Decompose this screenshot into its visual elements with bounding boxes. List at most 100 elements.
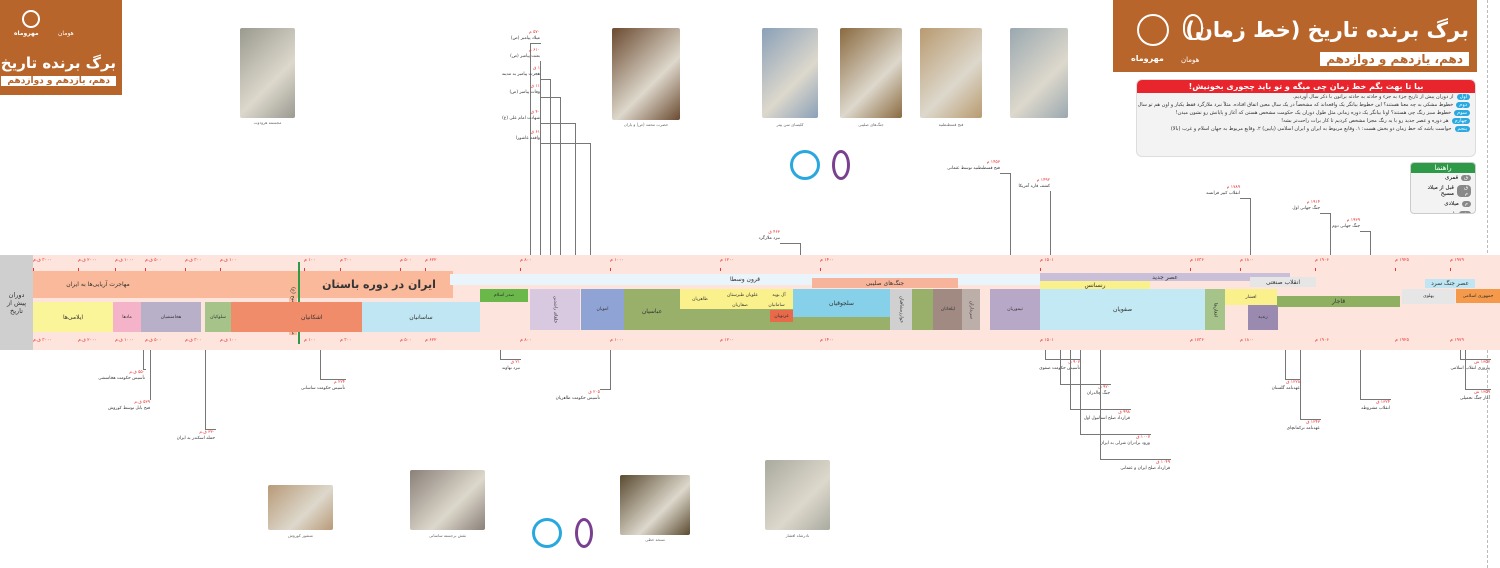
info-badge: چهارم bbox=[1451, 118, 1470, 124]
tick-label: ۱۹۰۶ م bbox=[1315, 258, 1329, 263]
image-caption: مجسمه هرودوت bbox=[253, 120, 282, 125]
tick-mark bbox=[425, 268, 426, 271]
legend-key: ق bbox=[1461, 175, 1471, 181]
event-connector bbox=[530, 43, 541, 44]
info-badge: پنجم bbox=[1454, 126, 1470, 132]
page-title: برگ برنده تاریخ (خط زمان) bbox=[1185, 18, 1469, 42]
tick-mark bbox=[1315, 268, 1316, 271]
legend-label: قبل از میلاد مسیح bbox=[1427, 185, 1454, 197]
illustration bbox=[1010, 28, 1068, 118]
dynasty-5: ساسانیان bbox=[362, 302, 480, 332]
event-connector bbox=[530, 43, 531, 255]
event-text: تأسیس حکومت هخامنشی bbox=[98, 376, 145, 381]
dynasty-27: جمهوری اسلامی bbox=[1456, 289, 1500, 303]
event-connector bbox=[1460, 350, 1461, 359]
event-date: ۶۱۰ م bbox=[529, 48, 540, 53]
dynasty-10: طاهریان bbox=[680, 289, 720, 309]
illustration bbox=[410, 470, 485, 530]
event-connector bbox=[1000, 173, 1011, 174]
event-connector bbox=[1465, 389, 1491, 390]
dynasty-6: صدر اسلام bbox=[480, 289, 528, 302]
tick-label: ۸۰۰ م bbox=[520, 258, 532, 263]
tick-label: ۱۴۰۰ م bbox=[820, 338, 834, 343]
tick-label: ۱۹۰۶ م bbox=[1315, 338, 1329, 343]
image-caption: منشور کوروش bbox=[288, 533, 313, 538]
legend-title: راهنما bbox=[1411, 163, 1475, 173]
dynasty-21: صفویان bbox=[1040, 289, 1205, 330]
mehromah-logo-bottom bbox=[532, 518, 562, 548]
event-text: فتح قسطنطنیه توسط عثمانی bbox=[947, 166, 1000, 171]
tick-label: ۱۰۰۰ م bbox=[610, 258, 624, 263]
event-date: ۲۲۴ م bbox=[334, 380, 345, 385]
event-connector bbox=[1285, 350, 1286, 379]
event-connector bbox=[1050, 191, 1051, 192]
tick-label: ۶۲۲ م bbox=[425, 338, 437, 343]
info-text: خطوط سبز رنگ چی هستند؟ اونا بیانگر یک دو… bbox=[1175, 110, 1452, 116]
event-connector bbox=[1330, 213, 1331, 255]
tick-mark bbox=[1040, 268, 1041, 271]
tick-mark bbox=[820, 268, 821, 271]
event-text: میلاد پیامبر (ص) bbox=[510, 36, 540, 41]
tick-mark bbox=[145, 268, 146, 271]
illustration bbox=[620, 475, 690, 535]
brand-mehromah: مهروماه bbox=[14, 30, 39, 37]
dynasty-4: اشکانیان bbox=[231, 302, 362, 332]
legend-key: م bbox=[1461, 201, 1471, 207]
event-connector bbox=[1100, 459, 1171, 460]
mehromah-logo bbox=[22, 10, 40, 28]
image-caption: نسخه خطی bbox=[645, 537, 665, 542]
dynasty-3: سلوکیان bbox=[205, 302, 231, 332]
info-text: خطوط مشکی به چه معنا هستند؟ این خطوط بیا… bbox=[1137, 102, 1454, 108]
tick-label: ۵۰۰ م bbox=[400, 258, 412, 263]
event-connector bbox=[1370, 231, 1371, 255]
prehistory-box: دوران پیش از تاریخ bbox=[0, 255, 33, 350]
info-text: هر دوره و عصر جدید رو با یه رنگ مجزا مشخ… bbox=[1281, 118, 1449, 124]
event-text: فتح بابل توسط کوروش bbox=[108, 406, 150, 411]
dynasty-11: علویان طبرستان bbox=[720, 289, 765, 301]
tick-label: ۵۰۰ ق.م bbox=[145, 258, 162, 263]
event-connector bbox=[1060, 350, 1061, 384]
event-connector bbox=[1045, 359, 1081, 360]
info-badge: سوم bbox=[1454, 110, 1470, 116]
event-connector bbox=[1045, 350, 1046, 359]
event-connector bbox=[320, 350, 321, 379]
event-connector bbox=[780, 243, 801, 244]
mehromah-logo bbox=[1137, 14, 1169, 46]
tick-mark bbox=[1240, 268, 1241, 271]
event-connector bbox=[500, 350, 501, 359]
event-date: ۵۷۰ م bbox=[529, 30, 540, 35]
event-text: آغاز جنگ تحمیلی bbox=[1459, 396, 1490, 401]
tick-mark bbox=[520, 268, 521, 271]
tick-label: ۶۲۲ م bbox=[425, 258, 437, 263]
illustration bbox=[840, 28, 902, 118]
event-date: ۱۷۸۹ م bbox=[1226, 185, 1240, 190]
tick-label: ۳۰۰۰ ق.م bbox=[33, 258, 52, 263]
info-heading: بیا تا بهت بگم خط زمان چی میگه و تو باید… bbox=[1137, 80, 1475, 93]
info-badge: اول bbox=[1456, 94, 1470, 100]
dynasty-14: سامانیان bbox=[760, 301, 793, 309]
dynasty-24: زندیه bbox=[1248, 305, 1278, 330]
tick-label: ۱۹۲۵ م bbox=[1395, 258, 1409, 263]
dynasty-12: آل بویه bbox=[765, 289, 793, 301]
event-date: ۱۲۴۳ ق bbox=[1306, 420, 1320, 425]
event-connector bbox=[1250, 198, 1251, 255]
tick-label: ۵۰۰ م bbox=[400, 338, 412, 343]
event-connector bbox=[150, 350, 151, 399]
legend-label: میلادی bbox=[1444, 201, 1459, 207]
event-date: ۲۰۵ ق bbox=[588, 390, 600, 395]
tick-mark bbox=[115, 268, 116, 271]
event-date: ۵۵۰ ق.م bbox=[129, 370, 145, 375]
event-connector bbox=[1300, 419, 1321, 420]
event-text: تأسیس حکومت ساسانی bbox=[301, 386, 345, 391]
image-caption: حضرت محمد (ص) و یاران bbox=[623, 122, 669, 127]
era-5: رنسانس bbox=[1040, 281, 1150, 289]
